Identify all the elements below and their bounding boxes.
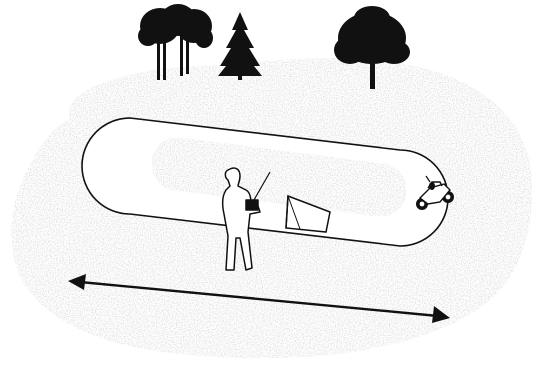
rc-buggy bbox=[416, 175, 454, 210]
deciduous-tree-cluster bbox=[138, 4, 213, 80]
driver-with-transmitter bbox=[221, 167, 271, 271]
double-headed-arrow bbox=[68, 274, 450, 323]
oval-track bbox=[81, 117, 449, 247]
jump-ramp bbox=[285, 194, 331, 233]
oak-tree bbox=[334, 6, 410, 89]
conifer-tree bbox=[218, 12, 262, 80]
